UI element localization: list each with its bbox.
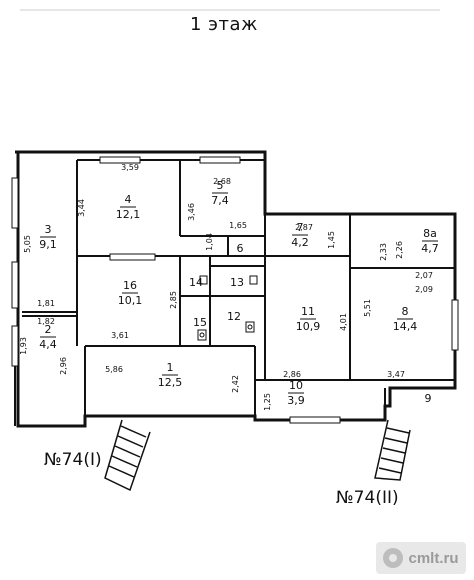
room-4: 412,1 — [116, 193, 141, 221]
dimension-label: 2,86 — [283, 370, 301, 379]
dimension-label: 1,25 — [263, 393, 272, 411]
room-number: 8a — [423, 227, 437, 240]
dimension-label: 3,44 — [77, 199, 86, 217]
dimension-label: 1,45 — [327, 231, 336, 249]
dimension-label: 1,93 — [19, 337, 28, 355]
dimension-label: 4,01 — [339, 313, 348, 331]
dimension-label: 2,26 — [395, 241, 404, 259]
dimension-label: 3,47 — [387, 370, 405, 379]
room-number: 7 — [297, 221, 304, 234]
dimension-label: 3,46 — [187, 203, 196, 221]
entrance-label-2: №74(II) — [336, 488, 399, 508]
stairs-entrance-74-1 — [104, 419, 151, 492]
dimension-label: 2,85 — [169, 291, 178, 309]
floor-title: 1 этаж — [190, 14, 258, 35]
stairs-entrance-74-2 — [374, 419, 411, 481]
dimension-label: 5,51 — [363, 299, 372, 317]
room-area: 10,1 — [118, 294, 143, 307]
room-9: 9 — [425, 392, 432, 405]
entrance-label-1: №74(I) — [44, 450, 102, 470]
room-number: 2 — [45, 323, 52, 336]
room-area: 7,4 — [211, 194, 229, 207]
dimension-label: 1,81 — [37, 299, 55, 308]
dimension-label: 3,61 — [111, 331, 129, 340]
room-13: 13 — [230, 276, 244, 289]
room-14: 14 — [189, 276, 203, 289]
dimension-label: 1,82 — [37, 317, 55, 326]
room-number: 12 — [227, 310, 241, 323]
dimension-label: 2,09 — [415, 285, 433, 294]
room-8a: 8a4,7 — [421, 227, 439, 255]
room-7: 74,2 — [291, 221, 309, 249]
room-area: 3,9 — [287, 394, 305, 407]
room-2: 24,4 — [39, 323, 57, 351]
room-number: 13 — [230, 276, 244, 289]
dimension-label: 2,33 — [379, 243, 388, 261]
room-12: 12 — [227, 310, 241, 323]
dimension-label: 1,04 — [205, 233, 214, 251]
room-number: 6 — [237, 242, 244, 255]
room-area: 14,4 — [393, 320, 418, 333]
room-number: 8 — [402, 305, 409, 318]
watermark-text: cmlt.ru — [408, 549, 459, 567]
room-8: 814,4 — [393, 305, 418, 333]
room-number: 11 — [301, 305, 315, 318]
inner-walls — [14, 159, 455, 426]
room-11: 11 10,9 — [296, 305, 321, 333]
toilet-fixtures — [197, 275, 258, 341]
room-area: 4,2 — [291, 236, 309, 249]
dimension-label: 5,05 — [23, 235, 32, 253]
room-3: 39,1 — [39, 223, 57, 251]
dimension-label: 5,86 — [105, 365, 123, 374]
room-number: 16 — [123, 279, 137, 292]
room-number: 3 — [45, 223, 52, 236]
room-number: 14 — [189, 276, 203, 289]
room-area: 10,9 — [296, 320, 321, 333]
dimension-label: 3,59 — [121, 163, 139, 172]
room-10: 103,9 — [287, 379, 305, 407]
room-area: 9,1 — [39, 238, 57, 251]
dimension-label: 2,68 — [213, 177, 231, 186]
room-number: 9 — [425, 392, 432, 405]
room-5: 57,4 — [211, 179, 229, 207]
room-1: 112,5 — [158, 361, 183, 389]
room-area: 12,1 — [116, 208, 141, 221]
logo-icon — [383, 548, 404, 568]
windows — [11, 156, 459, 424]
dimension-label: 1,65 — [229, 221, 247, 230]
dimension-label: 2,42 — [231, 375, 240, 393]
room-number: 15 — [193, 316, 207, 329]
room-6: 6 — [237, 242, 244, 255]
dimension-label: 2,87 — [295, 223, 313, 232]
room-number: 1 — [167, 361, 174, 374]
room-16: 16 10,1 — [118, 279, 143, 307]
room-area: 12,5 — [158, 376, 183, 389]
room-number: 4 — [125, 193, 132, 206]
room-15: 15 — [193, 316, 207, 329]
room-area: 4,4 — [39, 338, 57, 351]
room-number: 10 — [289, 379, 303, 392]
dimension-label: 2,96 — [59, 357, 68, 375]
room-number: 5 — [217, 179, 224, 192]
room-area: 4,7 — [421, 242, 439, 255]
watermark: cmlt.ru — [376, 542, 466, 574]
dimension-label: 2,07 — [415, 271, 433, 280]
